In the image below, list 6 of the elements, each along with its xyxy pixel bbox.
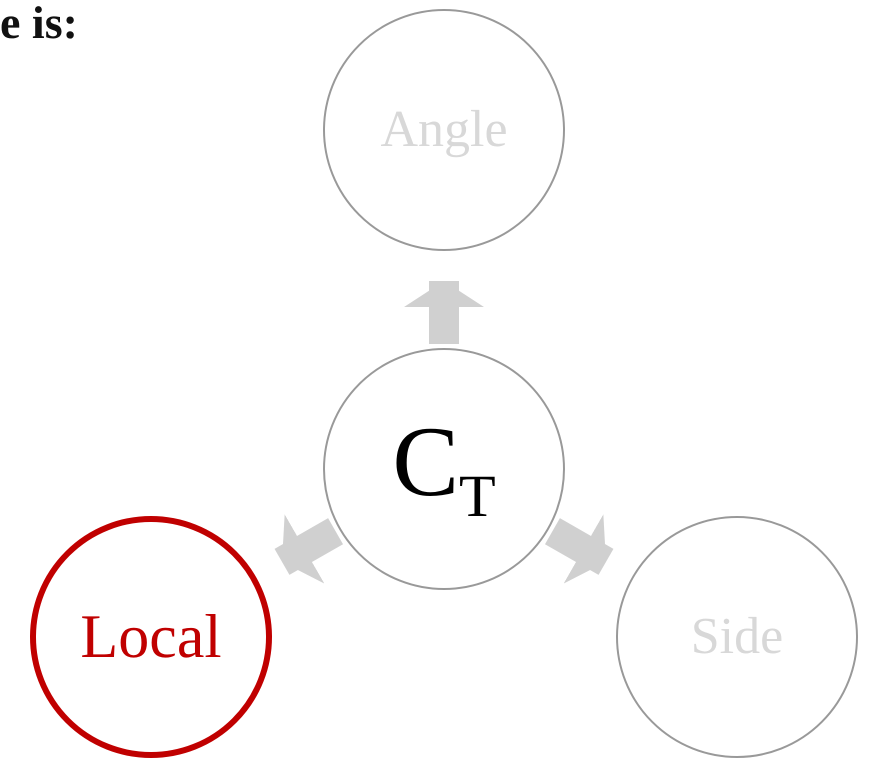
block-arrow <box>404 281 484 344</box>
node-label: C$_{T}$ <box>392 412 496 526</box>
node-label: Local <box>80 606 222 668</box>
block-arrow <box>274 514 344 584</box>
text-fragment: e is: <box>0 0 78 46</box>
block-arrow <box>544 514 614 584</box>
